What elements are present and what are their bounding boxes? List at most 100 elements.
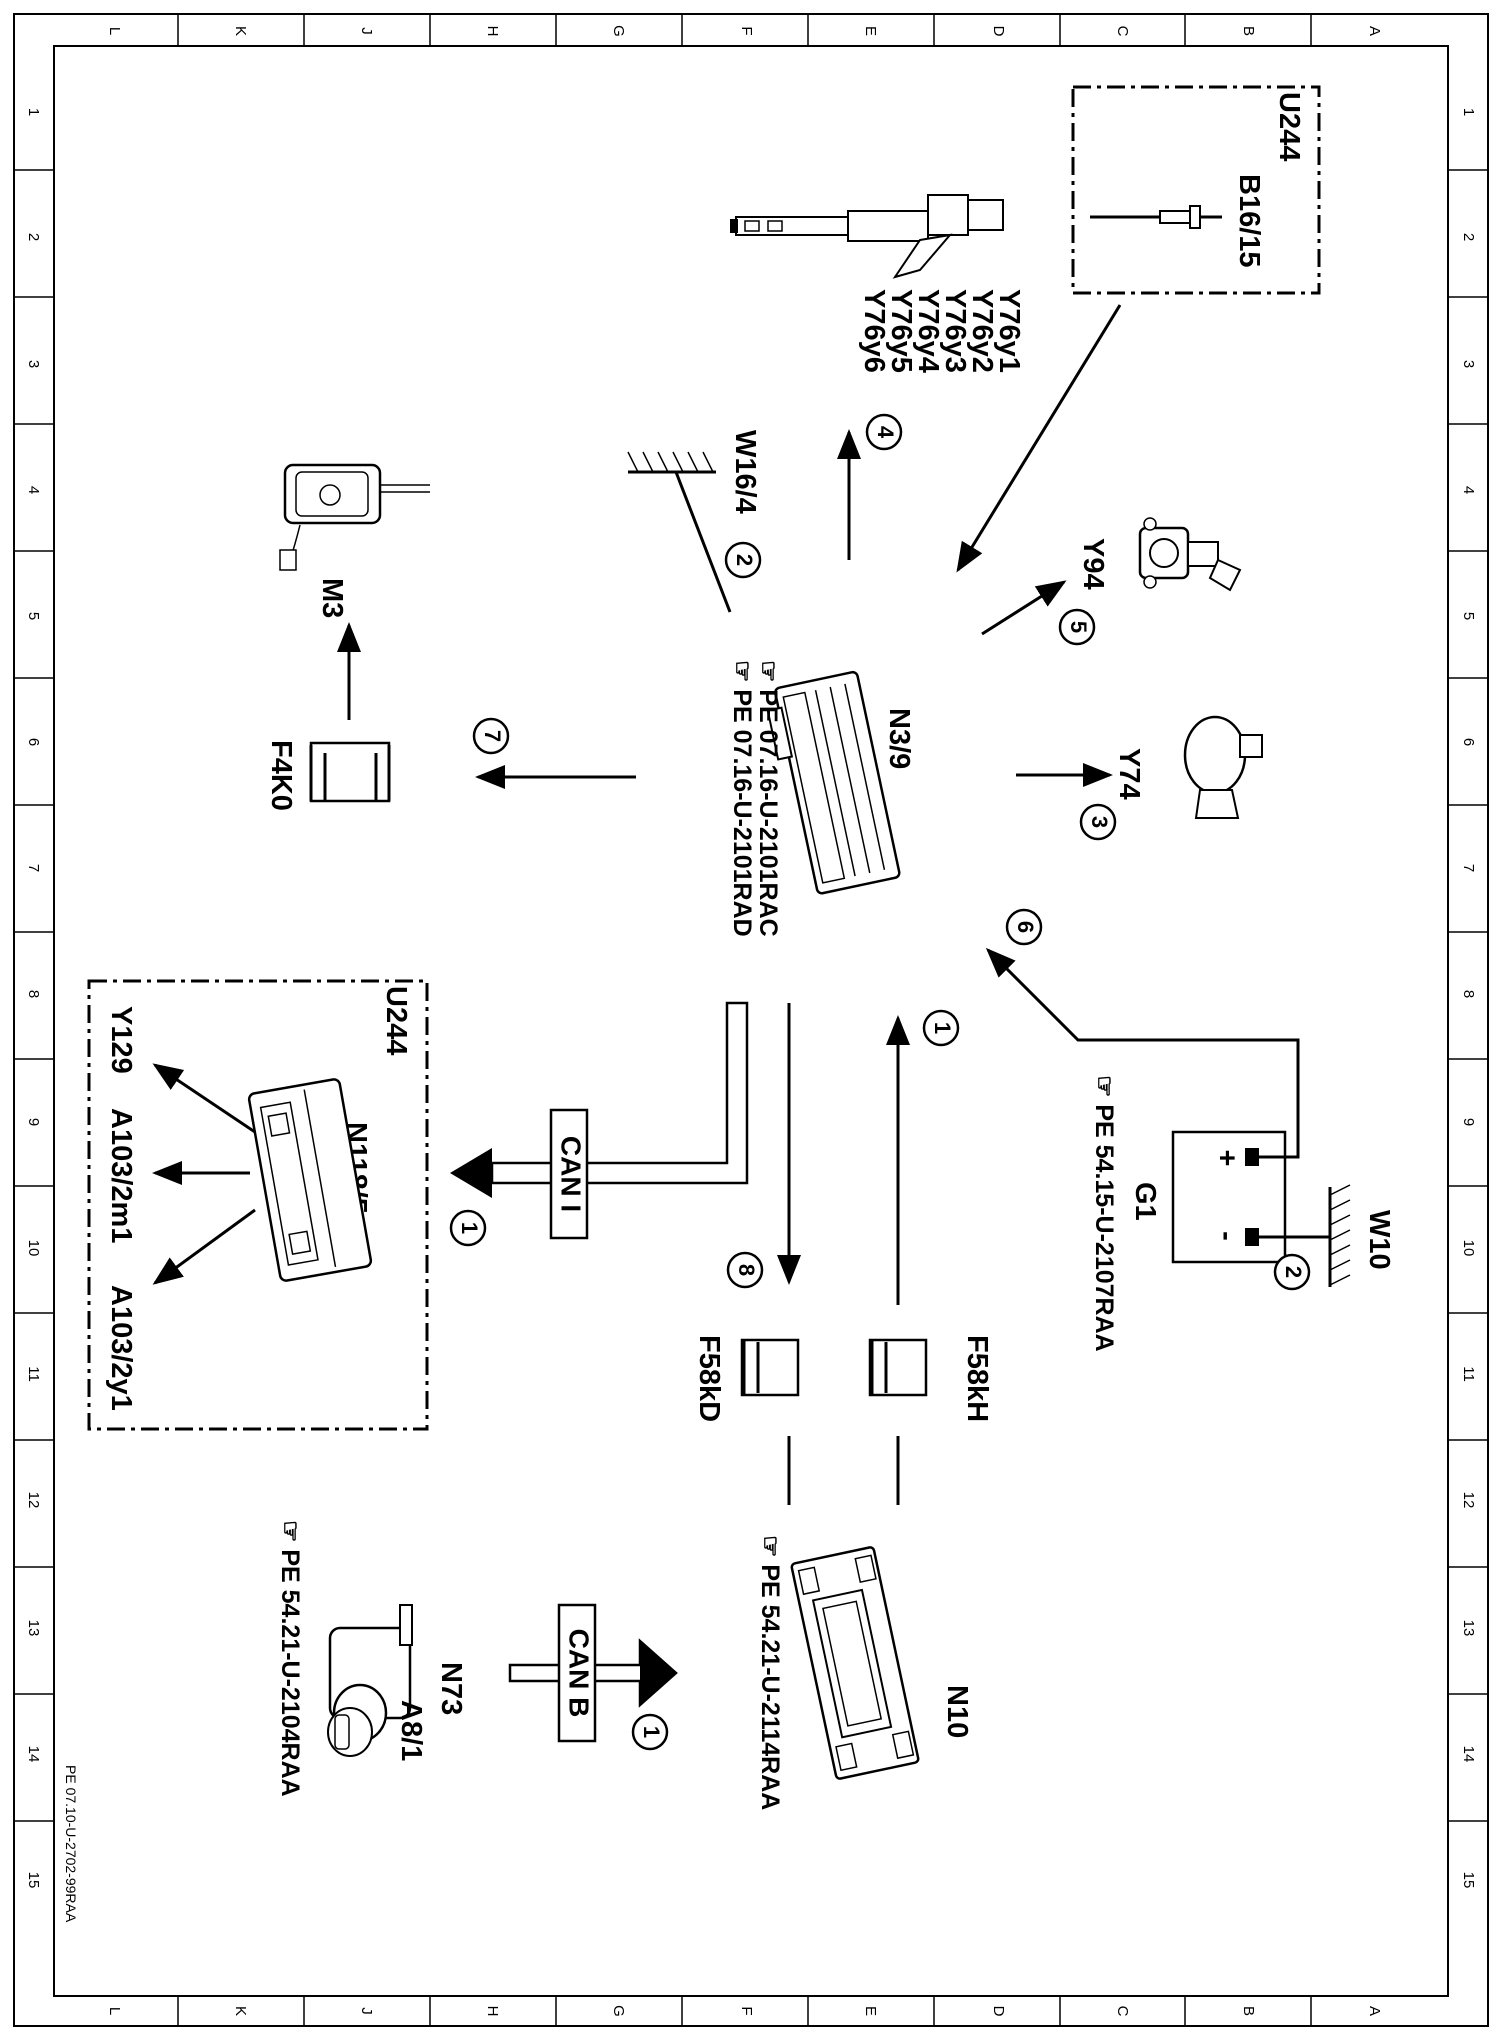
b16-15-to-n3-9-arrow [956, 304, 1122, 573]
svg-text:C: C [1114, 2006, 1131, 2017]
callout-1-f58kh: 1 [930, 1022, 955, 1034]
svg-text:☞ PE 07.16-U-2101RAC ☞ P: ☞ PE 07.16-U-2101RAC ☞ PE 07.16-U-2101RA… [728, 660, 782, 944]
svg-text:D: D [990, 2006, 1007, 2017]
svg-text:E: E [862, 2006, 879, 2016]
grid-letters: A B C D E F G H J K L A B C D E F G H J … [106, 25, 1383, 2017]
grid-col-H: H [484, 26, 501, 37]
grid-col-E: E [862, 26, 879, 36]
w16-4-wire [674, 471, 732, 613]
svg-text:J: J [358, 2007, 375, 2015]
grid-col-L: L [106, 27, 123, 35]
svg-text:☞ PE 54.21-U-2114RAA: ☞ PE 54.21-U-2114RAA [756, 1535, 784, 1810]
u244-bottom-box [87, 979, 429, 1431]
svg-text:5: 5 [1460, 612, 1477, 620]
svg-text:13: 13 [1460, 1620, 1477, 1637]
svg-text:14: 14 [25, 1746, 42, 1763]
svg-text:9: 9 [1460, 1118, 1477, 1126]
f58kh-label: F58kH [961, 1335, 993, 1422]
svg-text:4: 4 [25, 486, 42, 494]
n3-9-ecu-icon [766, 670, 901, 895]
svg-text:13: 13 [25, 1620, 42, 1637]
svg-text:L: L [106, 2007, 123, 2015]
svg-text:G: G [610, 2005, 627, 2017]
svg-text:1: 1 [25, 108, 42, 116]
svg-text:7: 7 [25, 864, 42, 872]
y94-label: Y94 [1077, 538, 1109, 590]
n118-5-to-a103-2y1-arrow [152, 1208, 256, 1285]
grid-col-A: A [1366, 26, 1383, 36]
svg-text:12: 12 [1460, 1492, 1477, 1509]
svg-text:B: B [1240, 2006, 1257, 2016]
u244-top-label: U244 [1273, 92, 1305, 161]
n118-5-module-icon [247, 1078, 373, 1282]
battery-minus: - [1210, 1231, 1242, 1241]
u244-bottom-label: U244 [380, 986, 412, 1055]
n3-9-to-y94-arrow [981, 580, 1067, 636]
a103-2y1-label: A103/2y1 [105, 1285, 137, 1411]
a103-2m1-label: A103/2m1 [105, 1108, 137, 1243]
callout-8: 8 [734, 1264, 759, 1276]
callout-1-can-b: 1 [639, 1726, 664, 1738]
svg-text:9: 9 [25, 1118, 42, 1126]
n73-ref: PE 54.21-U-2104RAA [276, 1549, 304, 1796]
svg-text:1: 1 [1460, 108, 1477, 116]
f58kd-label: F58kD [693, 1335, 725, 1422]
m3-fuel-pump-icon [279, 463, 430, 571]
y74-label: Y74 [1113, 748, 1145, 800]
callout-6: 6 [1013, 921, 1038, 933]
grid-col-K: K [232, 26, 249, 36]
callout-5: 5 [1066, 621, 1091, 633]
y76-label-2: Y76y2 [966, 289, 998, 373]
svg-text:4: 4 [1460, 486, 1477, 494]
callout-3: 3 [1087, 816, 1112, 828]
svg-text:6: 6 [25, 738, 42, 746]
svg-text:F: F [738, 2006, 755, 2015]
grid-numbers: 1 2 3 4 5 6 7 8 9 10 11 12 13 14 15 1 2 … [25, 108, 1477, 1889]
battery-plus: + [1210, 1150, 1242, 1167]
f4k0-label: F4K0 [265, 740, 297, 811]
n118-5-to-y129-arrow [152, 1063, 256, 1134]
document-code: PE 07.10-U-2702-99RAA [63, 1765, 79, 1923]
svg-text:11: 11 [25, 1366, 42, 1382]
svg-text:8: 8 [25, 990, 42, 998]
svg-text:15: 15 [25, 1872, 42, 1889]
svg-text:3: 3 [1460, 360, 1477, 368]
n73-ignition-switch-icon [327, 1604, 413, 1757]
w16-4-label: W16/4 [729, 430, 761, 514]
grid-col-D: D [990, 26, 1007, 37]
b16-15-sensor-icon [1090, 205, 1222, 229]
svg-text:11: 11 [1460, 1366, 1477, 1382]
can-b-label: CAN B [564, 1629, 595, 1718]
g1-to-n3-9-wire [985, 947, 1300, 1159]
f58kd-relay-icon [740, 1338, 800, 1397]
a8-1-label: A8/1 [395, 1700, 427, 1761]
y74-valve-icon [1183, 715, 1263, 819]
g1-label: G1 [1129, 1182, 1161, 1221]
callout-7: 7 [480, 730, 505, 742]
svg-text:7: 7 [1460, 864, 1477, 872]
y76-label-5: Y76y5 [885, 289, 917, 373]
can-i-bus [486, 1003, 745, 1183]
b16-15-label: B16/15 [1233, 174, 1265, 268]
callout-2-w16: 2 [732, 554, 757, 566]
svg-text:Y76y1 Y76y2 Y76y3: Y76y1 Y76y2 Y76y3 Y76y4 Y76y5 Y76y6 [858, 289, 1025, 381]
y76-label-3: Y76y3 [939, 289, 971, 373]
svg-text:K: K [232, 2006, 249, 2016]
w10-ground-icon [1328, 1184, 1351, 1287]
n3-9-ref-1: PE 07.16-U-2101RAC [754, 689, 782, 936]
y76-label-1: Y76y1 [993, 289, 1025, 373]
svg-text:14: 14 [1460, 1746, 1477, 1763]
w16-4-ground-icon [627, 451, 716, 474]
svg-text:10: 10 [25, 1240, 42, 1257]
n3-9-ref-2: PE 07.16-U-2101RAD [728, 689, 756, 936]
n73-label: N73 [435, 1662, 467, 1715]
svg-text:12: 12 [25, 1492, 42, 1509]
svg-text:☞ PE 54.21-U-2104RAA: ☞ PE 54.21-U-2104RAA [276, 1520, 304, 1797]
callout-2-w10: 2 [1281, 1266, 1306, 1278]
svg-text:2: 2 [25, 233, 42, 241]
y76-label-6: Y76y6 [858, 289, 890, 373]
svg-text:6: 6 [1460, 738, 1477, 746]
g1-ref: PE 54.15-U-2107RAA [1090, 1104, 1118, 1351]
grid-col-B: B [1240, 26, 1257, 36]
callout-4: 4 [873, 426, 898, 439]
